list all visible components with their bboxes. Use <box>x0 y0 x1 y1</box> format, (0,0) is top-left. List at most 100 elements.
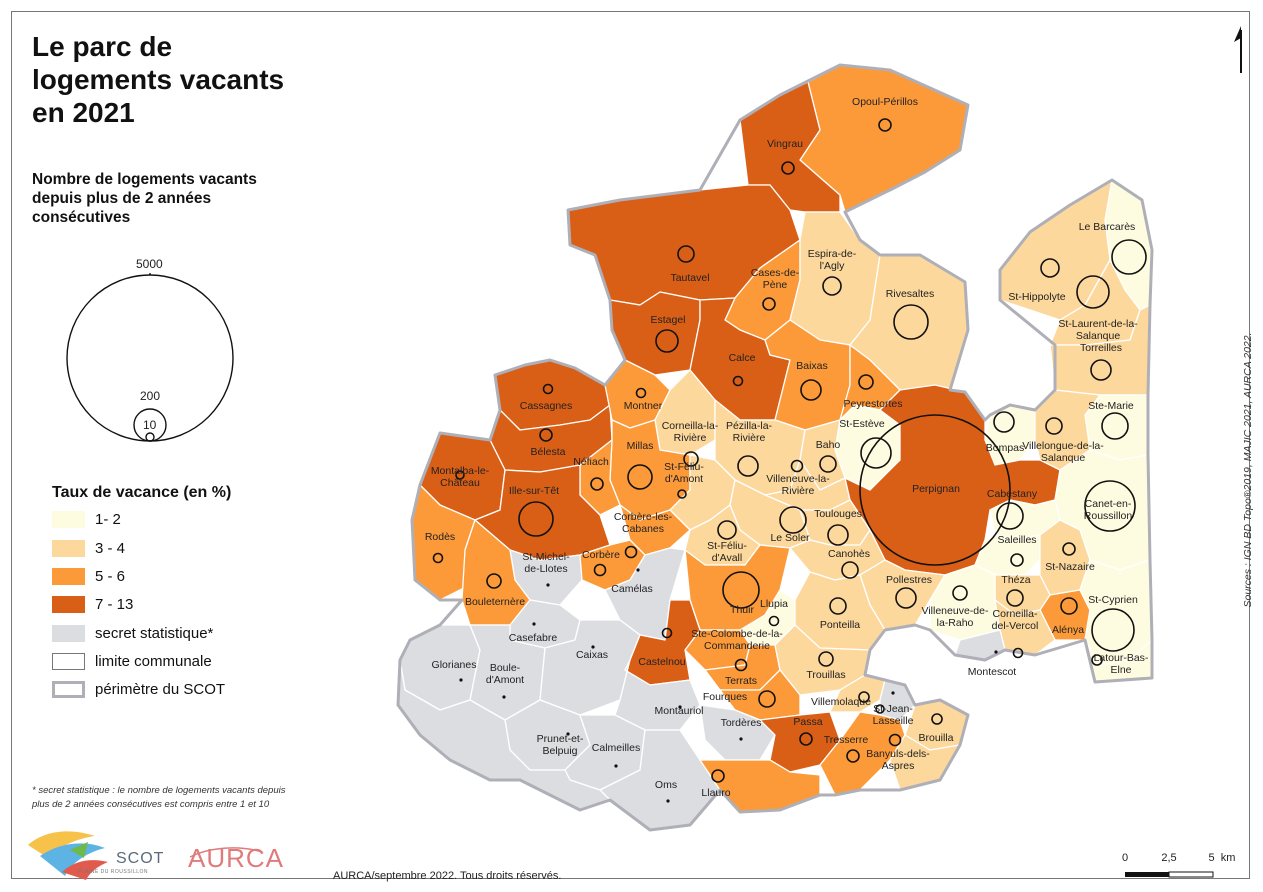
label-opoul-perillos: Opoul-Périllos <box>852 96 918 108</box>
label-passa: Passa <box>793 716 823 728</box>
size-legend-circle-10 <box>145 432 155 442</box>
scot-logo-text: SCOT <box>116 850 165 867</box>
label-theza: Théza <box>1001 574 1031 586</box>
legend-swatch <box>52 567 85 585</box>
circle-baho <box>819 455 837 473</box>
circle-le-barcares <box>1111 239 1147 275</box>
map-title: Le parc de logements vacants en 2021 <box>32 30 284 129</box>
circle-montalba <box>455 470 465 480</box>
circle-bouleternere <box>486 573 502 589</box>
circle-corbere-cabanes <box>624 545 638 559</box>
label-pollestres: Pollestres <box>885 574 933 586</box>
label-st-esteve: St-Estève <box>839 418 885 430</box>
legend-item-secret: secret statistique* <box>52 624 213 642</box>
circle-pollestres <box>895 587 917 609</box>
legend-item-5-6: 5 - 6 <box>52 567 125 585</box>
dot-prunet <box>566 732 570 736</box>
label-baixas: Baixas <box>796 360 828 372</box>
label-calce: Calce <box>728 352 756 364</box>
label-villeneuve-raho: Villeneuve-de-la-Raho <box>921 605 989 629</box>
circle-castelnou <box>661 627 673 639</box>
legend-item-3-4: 3 - 4 <box>52 539 125 557</box>
label-peyrestortes: Peyrestortes <box>843 398 903 410</box>
circle-peyrestortes <box>858 374 874 390</box>
circle-corbere <box>593 563 607 577</box>
label-camelas: Camélas <box>611 583 653 595</box>
label-canet: Canet-en-Roussillon <box>1083 498 1133 522</box>
label-perpignan: Perpignan <box>912 483 960 495</box>
dot-casefabre <box>532 622 536 626</box>
label-tautavel: Tautavel <box>670 272 710 284</box>
legend-swatch <box>52 510 85 528</box>
aurca-logo-text: AURCA <box>188 843 285 873</box>
label-casefabre: Casefabre <box>508 632 558 644</box>
title-line-2: logements vacants <box>32 64 285 95</box>
commune-montauriol <box>614 659 701 731</box>
label-st-nazaire: St-Nazaire <box>1045 561 1095 573</box>
legend-item-7-13: 7 - 13 <box>52 595 133 613</box>
circle-banyuls <box>888 733 902 747</box>
label-llupia: Llupia <box>759 598 789 610</box>
legend-swatch <box>52 680 85 698</box>
circle-corneilla-vercol <box>1012 647 1024 659</box>
footnote: * secret statistique : le nombre de loge… <box>32 784 342 812</box>
circle-st-cyprien <box>1091 608 1135 652</box>
footnote-line-1: * secret statistique : le nombre de loge… <box>32 785 286 796</box>
circle-millas <box>627 464 653 490</box>
label-glorianes: Glorianes <box>431 659 477 671</box>
circle-st-nazaire <box>1062 542 1076 556</box>
label-millas: Millas <box>626 440 654 452</box>
circle-rivesaltes <box>893 304 929 340</box>
label-montner: Montner <box>623 400 663 412</box>
circle-brouilla <box>931 713 943 725</box>
label-brouilla: Brouilla <box>918 732 954 744</box>
label-castelnou: Castelnou <box>638 656 686 668</box>
commune-perpignan <box>844 384 1061 576</box>
label-corbere-cabanes: Corbère-les-Cabanes <box>613 511 673 535</box>
label-ponteilla: Ponteilla <box>819 619 861 631</box>
label-montalba: Montalba-le-Château <box>430 465 490 489</box>
circle-opoul-perillos <box>878 118 892 132</box>
legend-swatch <box>52 539 85 557</box>
circle-le-soler <box>779 506 807 534</box>
label-alenya: Alénya <box>1051 624 1085 636</box>
dot-caixas <box>591 645 595 649</box>
label-st-laurent: St-Laurent-de-la-Salanque <box>1058 318 1138 342</box>
dot-st-michel <box>546 583 550 587</box>
footnote-line-2: plus de 2 années consécutives est compri… <box>32 799 270 810</box>
label-st-feliu-amont: St-Féliu-d'Amont <box>664 461 704 485</box>
size-legend-title: Nombre de logements vacants depuis plus … <box>32 170 257 227</box>
dot-montauriol <box>678 705 682 709</box>
label-st-cyprien: St-Cyprien <box>1088 594 1138 606</box>
title-line-1: Le parc de <box>32 31 173 62</box>
circle-st-feliu-amont <box>677 489 687 499</box>
circle-st-hippolyte <box>1040 258 1060 278</box>
label-pezilla: Pézilla-la-Rivière <box>725 420 773 444</box>
circle-st-jean-lasseille <box>875 704 885 714</box>
circle-trouillas <box>818 651 834 667</box>
legend-item-1-2: 1- 2 <box>52 510 121 528</box>
label-ste-marie: Ste-Marie <box>1088 400 1134 412</box>
legend-swatch <box>52 595 85 613</box>
dot-oms <box>666 799 670 803</box>
circle-villemolaque <box>858 691 870 703</box>
circle-toulouges <box>827 524 849 546</box>
label-st-feliu-avall: St-Féliu-d'Avall <box>707 540 747 564</box>
circle-bompas <box>993 411 1015 433</box>
circle-tresserre <box>846 749 860 763</box>
circle-fourques <box>758 690 776 708</box>
circle-calce <box>732 375 744 387</box>
circle-st-esteve <box>860 437 892 469</box>
label-st-hippolyte: St-Hippolyte <box>1008 291 1066 303</box>
circle-ille-sur-tet <box>518 501 554 537</box>
circle-canet <box>1084 480 1136 532</box>
circle-thuir <box>722 571 760 609</box>
legend-label: 5 - 6 <box>95 567 126 585</box>
north-arrow-icon <box>1234 26 1242 73</box>
label-prunet: Prunet-et-Belpuig <box>536 733 584 757</box>
label-corbere: Corbère <box>582 549 620 561</box>
label-torderes: Tordères <box>720 717 762 729</box>
size-legend-label-10: 10 <box>143 418 157 432</box>
circle-st-feliu-avall <box>717 520 737 540</box>
label-nefiach: Néfiach <box>573 456 609 468</box>
